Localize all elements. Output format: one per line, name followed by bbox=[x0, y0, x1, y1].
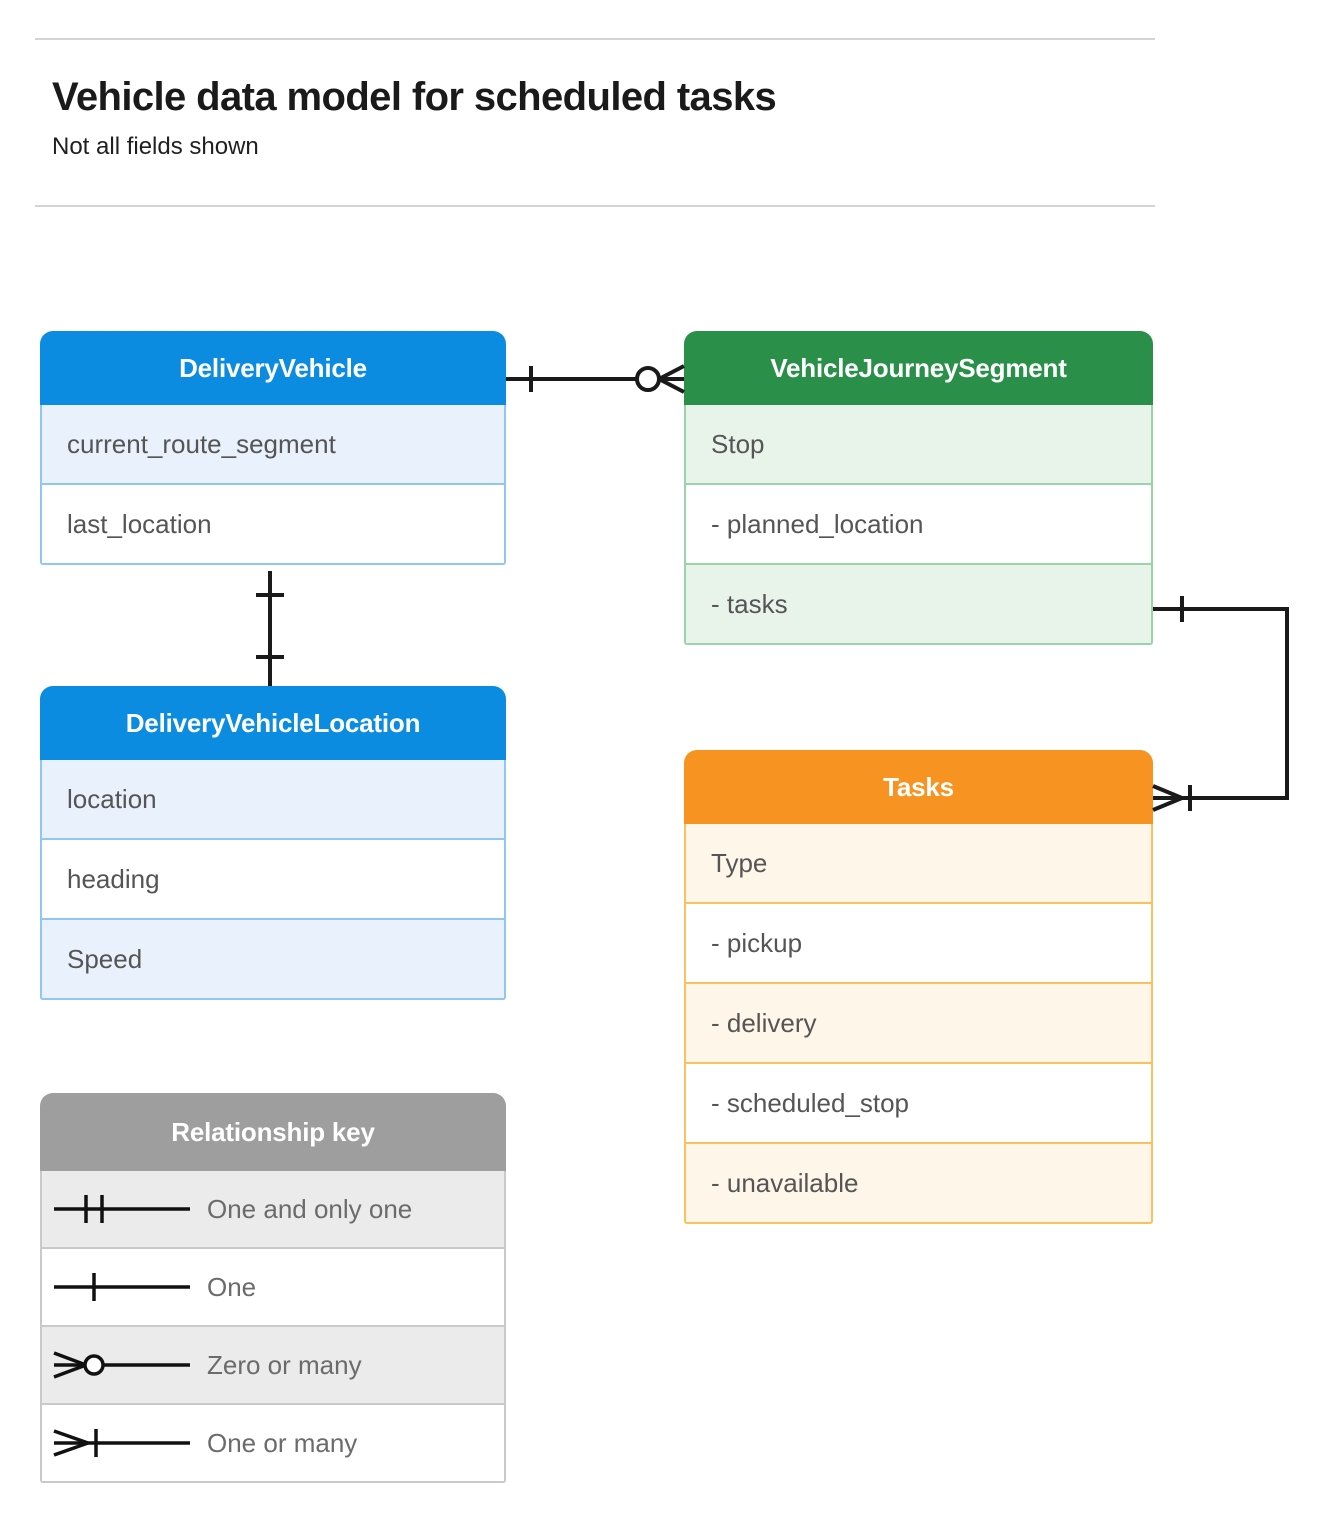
legend-title: Relationship key bbox=[40, 1093, 506, 1171]
entity-tasks-fields: Type - pickup - delivery - scheduled_sto… bbox=[684, 824, 1153, 1224]
field-pickup: - pickup bbox=[684, 904, 1153, 984]
legend-label: One and only one bbox=[207, 1193, 413, 1224]
legend-label: One or many bbox=[207, 1427, 358, 1458]
legend-rows: One and only one One bbox=[40, 1171, 506, 1483]
entity-vehicle-journey-segment[interactable]: VehicleJourneySegment Stop - planned_loc… bbox=[684, 331, 1153, 645]
connector-tasks-field-to-tasks-entity bbox=[1152, 596, 1289, 812]
legend-relationship-key[interactable]: Relationship key One and only one bbox=[40, 1093, 506, 1483]
field-planned-location: - planned_location bbox=[684, 485, 1153, 565]
legend-item-one-or-many: One or many bbox=[40, 1405, 506, 1483]
entity-tasks[interactable]: Tasks Type - pickup - delivery - schedul… bbox=[684, 750, 1153, 1224]
one-icon bbox=[42, 1267, 207, 1307]
entity-delivery-vehicle-title: DeliveryVehicle bbox=[40, 331, 506, 405]
connector-deliveryvehicle-to-vehiclejourneysegment bbox=[506, 364, 685, 394]
field-scheduled-stop: - scheduled_stop bbox=[684, 1064, 1153, 1144]
connector-deliveryvehicle-to-deliveryvehiclelocation bbox=[256, 571, 284, 686]
zero-or-many-icon bbox=[42, 1345, 207, 1385]
legend-label: One bbox=[207, 1271, 257, 1302]
field-tasks: - tasks bbox=[684, 565, 1153, 645]
field-delivery: - delivery bbox=[684, 984, 1153, 1064]
entity-delivery-vehicle-location-fields: location heading Speed bbox=[40, 760, 506, 1000]
one-or-many-icon bbox=[42, 1423, 207, 1463]
header-divider-top bbox=[35, 38, 1155, 40]
entity-vehicle-journey-segment-title: VehicleJourneySegment bbox=[684, 331, 1153, 405]
field-type: Type bbox=[684, 824, 1153, 904]
entity-delivery-vehicle-location-title: DeliveryVehicleLocation bbox=[40, 686, 506, 760]
legend-item-one-and-only-one: One and only one bbox=[40, 1171, 506, 1249]
field-heading: heading bbox=[40, 840, 506, 920]
field-current-route-segment: current_route_segment bbox=[40, 405, 506, 485]
field-unavailable: - unavailable bbox=[684, 1144, 1153, 1224]
legend-item-one: One bbox=[40, 1249, 506, 1327]
entity-delivery-vehicle[interactable]: DeliveryVehicle current_route_segment la… bbox=[40, 331, 506, 565]
field-location: location bbox=[40, 760, 506, 840]
field-last-location: last_location bbox=[40, 485, 506, 565]
page-title: Vehicle data model for scheduled tasks bbox=[52, 75, 777, 119]
entity-delivery-vehicle-fields: current_route_segment last_location bbox=[40, 405, 506, 565]
legend-label: Zero or many bbox=[207, 1349, 362, 1380]
entity-tasks-title: Tasks bbox=[684, 750, 1153, 824]
entity-vehicle-journey-segment-fields: Stop - planned_location - tasks bbox=[684, 405, 1153, 645]
field-stop: Stop bbox=[684, 405, 1153, 485]
one-and-only-one-icon bbox=[42, 1189, 207, 1229]
page-subtitle: Not all fields shown bbox=[52, 133, 259, 160]
legend-item-zero-or-many: Zero or many bbox=[40, 1327, 506, 1405]
field-speed: Speed bbox=[40, 920, 506, 1000]
header-divider-bottom bbox=[35, 205, 1155, 207]
entity-delivery-vehicle-location[interactable]: DeliveryVehicleLocation location heading… bbox=[40, 686, 506, 1000]
